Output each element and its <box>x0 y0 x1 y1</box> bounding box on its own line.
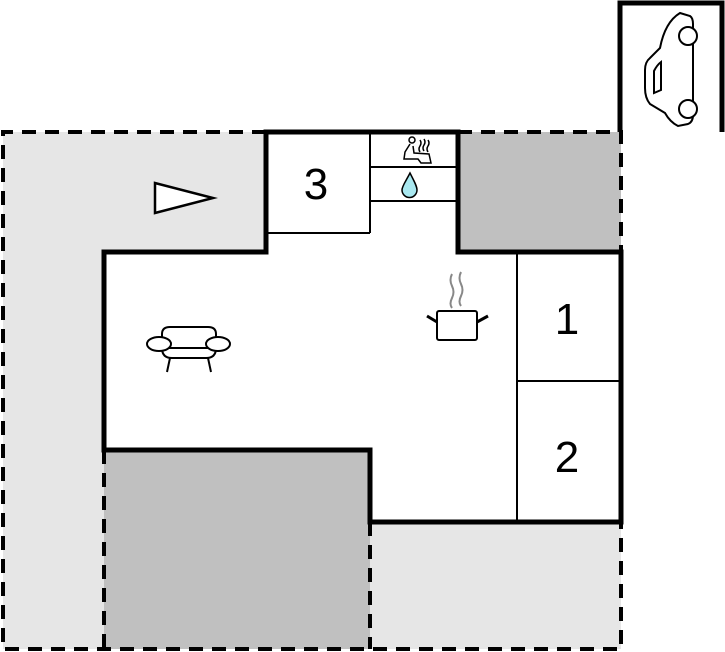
car-icon <box>644 11 698 128</box>
room-label-3: 3 <box>304 160 328 209</box>
sofa-icon <box>146 326 231 373</box>
carport <box>617 0 725 132</box>
entrance-arrow-icon <box>153 181 218 215</box>
cooking-pot-icon <box>426 271 489 341</box>
sauna-icon <box>403 136 432 164</box>
room-label-2: 2 <box>555 433 579 482</box>
room-label-1: 1 <box>555 295 579 344</box>
covered-area-bottom-left <box>104 450 370 649</box>
water-drop-icon <box>401 171 418 199</box>
house-interior <box>101 129 624 525</box>
interior-walls <box>266 132 621 522</box>
covered-area-top-right <box>458 132 621 252</box>
